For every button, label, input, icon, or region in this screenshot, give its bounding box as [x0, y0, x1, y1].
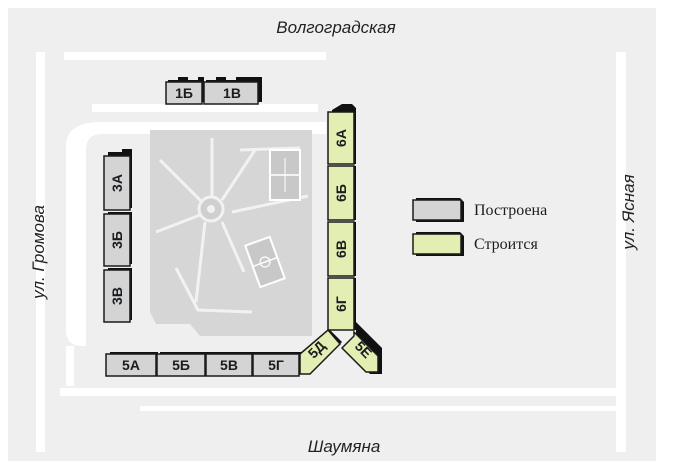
road-west-stub — [66, 346, 74, 386]
label-5v: 5В — [220, 357, 238, 373]
building-5e[interactable]: 5Е — [340, 322, 382, 374]
legend-built-label: Построена — [474, 202, 547, 219]
street-west-label: ул. Громова — [29, 205, 48, 300]
legend-building-label: Строится — [474, 236, 539, 253]
legend: Построена Строится — [412, 198, 547, 256]
courtyard — [150, 130, 312, 336]
legend-building: Строится — [412, 232, 539, 256]
label-3v: 3В — [109, 287, 125, 305]
building-3b[interactable]: 3Б — [103, 212, 132, 267]
building-3v[interactable]: 3В — [103, 268, 132, 323]
label-5b: 5Б — [172, 357, 190, 373]
label-5a: 5А — [122, 357, 140, 373]
label-6v: 6В — [333, 240, 349, 258]
fountain-center — [207, 205, 215, 213]
road-south-2 — [140, 406, 616, 411]
street-south-label: Шаумяна — [308, 437, 381, 456]
building-3a[interactable]: 3А — [103, 149, 132, 211]
building-6b[interactable]: 6Б — [327, 165, 356, 221]
label-5g: 5Г — [268, 357, 284, 373]
building-5d[interactable]: 5Д — [299, 328, 342, 375]
road-east — [616, 52, 626, 452]
label-1b: 1Б — [175, 85, 193, 101]
label-6b: 6Б — [333, 184, 349, 202]
building-5a[interactable]: 5А — [105, 352, 158, 377]
building-1v[interactable]: 1В — [203, 77, 262, 105]
label-3a: 3А — [109, 174, 125, 192]
building-6a[interactable]: 6А — [327, 104, 356, 165]
building-5b[interactable]: 5Б — [156, 352, 208, 377]
road-inner-north — [92, 104, 318, 112]
street-east-label: ул. Ясная — [619, 174, 638, 250]
legend-built: Построена — [412, 198, 547, 222]
tennis-court — [269, 149, 301, 201]
legend-building-swatch — [412, 233, 462, 255]
sports-court — [243, 235, 287, 289]
building-5v[interactable]: 5В — [205, 352, 256, 377]
courtyard-paths — [155, 138, 309, 314]
road-west — [36, 52, 45, 452]
label-6g: 6Г — [333, 296, 349, 312]
label-1v: 1В — [223, 85, 241, 101]
building-6v[interactable]: 6В — [327, 221, 356, 277]
building-5g[interactable]: 5Г — [252, 352, 302, 377]
street-north-label: Волгоградская — [276, 18, 395, 37]
roads — [36, 52, 626, 452]
building-1b[interactable]: 1Б — [165, 77, 204, 105]
road-south — [60, 388, 616, 396]
road-north-inner — [64, 52, 326, 60]
building-6g[interactable]: 6Г — [327, 277, 356, 331]
label-6a: 6А — [333, 129, 349, 147]
label-3b: 3Б — [109, 231, 125, 249]
legend-built-swatch — [412, 199, 462, 221]
